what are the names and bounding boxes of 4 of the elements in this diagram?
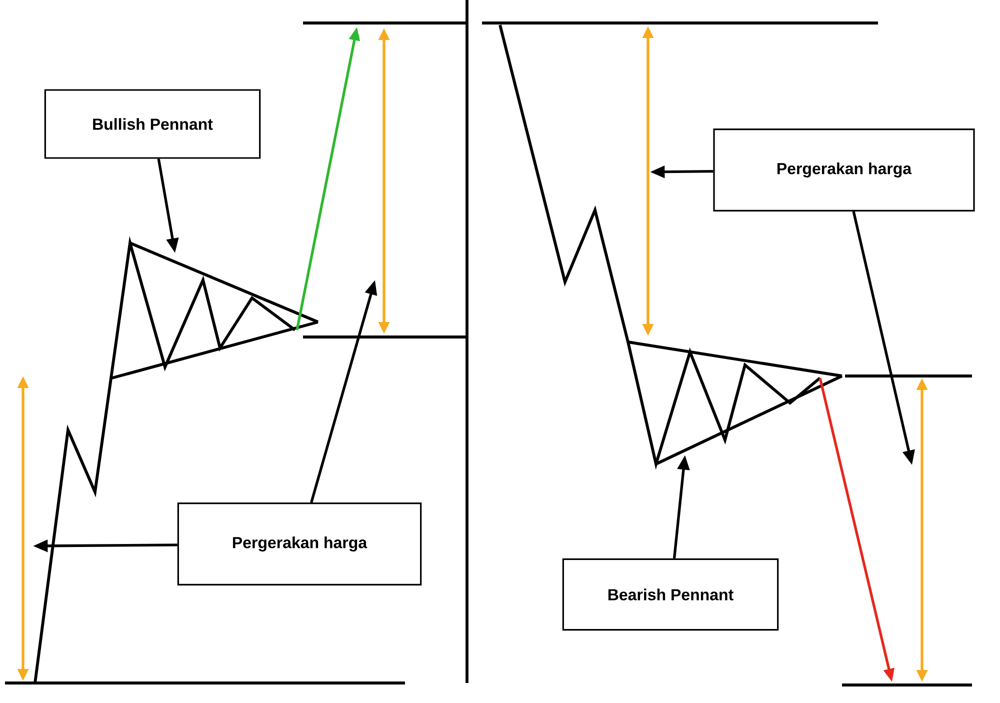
label-box: Bullish Pennant — [44, 89, 261, 159]
label-box: Bearish Pennant — [562, 558, 779, 631]
label-box: Pergerakan harga — [713, 128, 975, 212]
label-box: Pergerakan harga — [177, 502, 422, 586]
